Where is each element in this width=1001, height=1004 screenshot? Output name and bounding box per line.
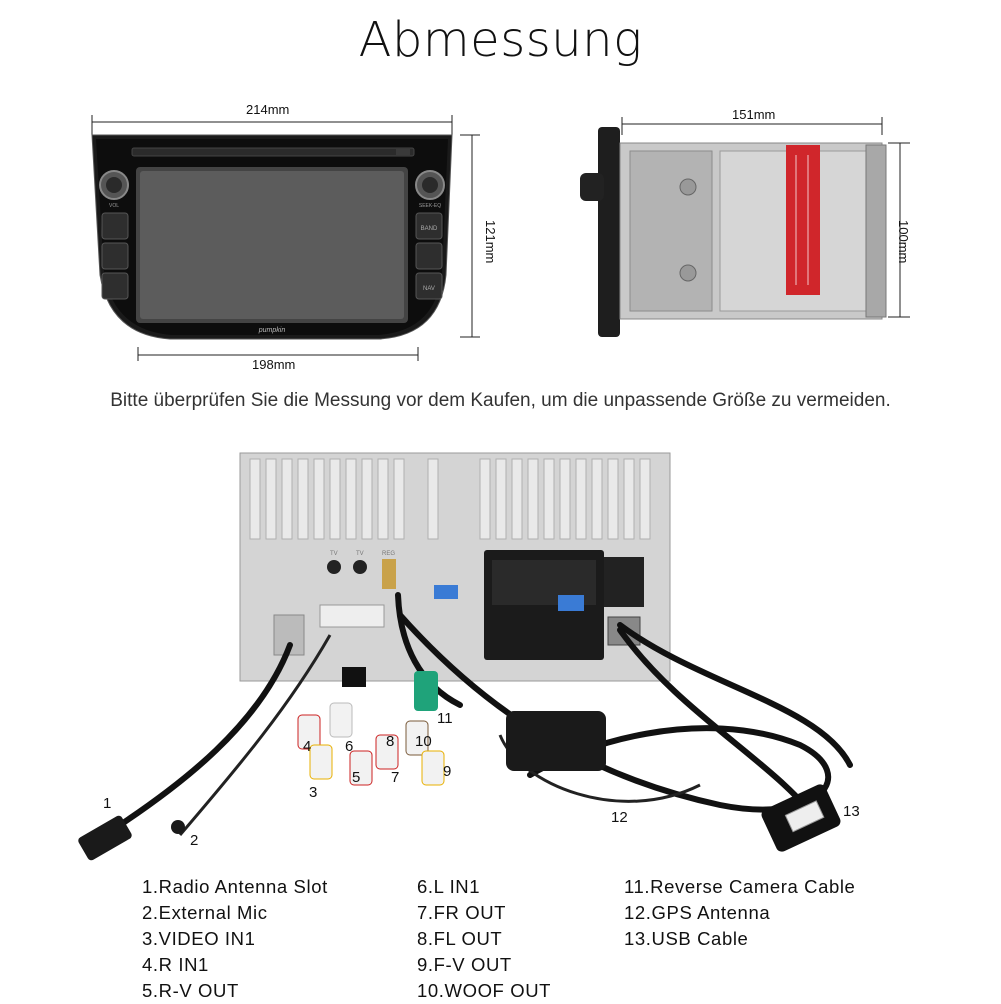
rear-panel-view: TV TV REG — [60, 445, 900, 875]
legend-item: 1.Radio Antenna Slot — [142, 876, 328, 897]
callout-12: 12 — [611, 809, 628, 826]
callout-10: 10 — [415, 733, 432, 750]
legend-item: 10.WOOF OUT — [417, 980, 552, 1001]
page-title: Abmessung — [358, 12, 643, 68]
seek-knob-label: SEEK-EQ — [419, 203, 441, 209]
front-view: BAND NAV VOL SEEK-EQ pumpkin — [80, 95, 500, 385]
callout-11: 11 — [437, 710, 453, 727]
callout-2: 2 — [190, 832, 199, 849]
dim-side-height: 100mm — [896, 220, 911, 264]
legend-column-2: 6.L IN1 7.FR OUT 8.FL OUT 9.F-V OUT 10.W… — [417, 874, 551, 1004]
legend-item: 9.F-V OUT — [417, 954, 512, 975]
front-view-drawing: BAND NAV VOL SEEK-EQ pumpkin — [91, 115, 480, 361]
callout-9: 9 — [443, 763, 452, 780]
callout-6: 6 — [345, 738, 354, 755]
vol-knob-label: VOL — [109, 203, 119, 209]
callout-4: 4 — [303, 738, 312, 755]
callout-3: 3 — [309, 784, 318, 801]
measurement-note: Bitte überprüfen Sie die Messung vor dem… — [110, 390, 891, 411]
callout-5: 5 — [352, 769, 361, 786]
legend-item: 5.R-V OUT — [142, 980, 239, 1001]
rear-panel-drawing: TV TV REG — [78, 452, 853, 861]
tv-port-label-2: TV — [356, 551, 364, 557]
dim-front-inner-width: 198mm — [252, 357, 296, 372]
dim-front-width: 214mm — [246, 102, 290, 117]
callout-13: 13 — [843, 803, 860, 820]
band-button-label: BAND — [421, 226, 438, 232]
brand-logo: pumpkin — [258, 327, 286, 334]
legend-item: 3.VIDEO IN1 — [142, 928, 256, 949]
dim-side-depth: 151mm — [732, 107, 776, 122]
callout-7: 7 — [391, 769, 400, 786]
side-view — [570, 95, 930, 345]
side-view-drawing — [580, 117, 910, 337]
legend-item: 4.R IN1 — [142, 954, 209, 975]
legend-item: 8.FL OUT — [417, 928, 503, 949]
legend-column-3: 11.Reverse Camera Cable 12.GPS Antenna 1… — [624, 874, 855, 952]
legend-column-1: 1.Radio Antenna Slot 2.External Mic 3.VI… — [142, 874, 328, 1004]
legend-item: 11.Reverse Camera Cable — [624, 876, 856, 897]
dim-front-height: 121mm — [483, 220, 498, 264]
callout-1: 1 — [103, 795, 112, 812]
tv-port-label-1: TV — [330, 551, 338, 557]
callout-8: 8 — [386, 733, 395, 750]
reg-port-label: REG — [382, 551, 395, 557]
nav-button-label: NAV — [423, 286, 435, 292]
legend-item: 6.L IN1 — [417, 876, 481, 897]
legend-item: 12.GPS Antenna — [624, 902, 771, 923]
legend-item: 2.External Mic — [142, 902, 268, 923]
legend-item: 13.USB Cable — [624, 928, 749, 949]
legend-item: 7.FR OUT — [417, 902, 507, 923]
